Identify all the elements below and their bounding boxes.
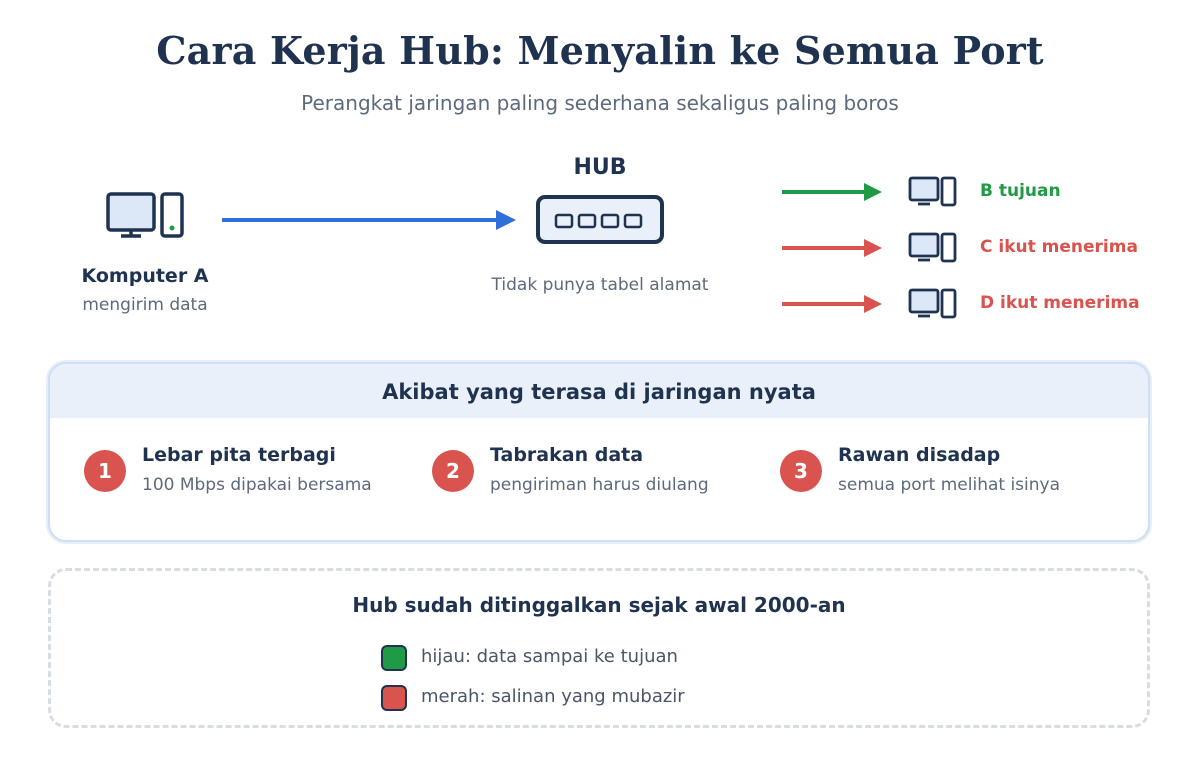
legend-text: hijau: data sampai ke tujuan (421, 646, 678, 667)
hub-port-icon (577, 213, 597, 229)
hub-port-icon (623, 213, 643, 229)
diagram-graphics (106, 176, 957, 319)
source-arrow (222, 210, 516, 230)
consequence-subtitle: semua port melihat isinya (838, 475, 1061, 495)
hub-label: HUB (573, 155, 627, 180)
destination-c-label: C ikut menerima (980, 237, 1138, 257)
computer-a-icon (106, 192, 184, 238)
page-title: Cara Kerja Hub: Menyalin ke Semua Port (156, 28, 1044, 73)
hub-port-icon (600, 213, 620, 229)
hub-diagram: Komputer A mengirim data HUB Tidak punya… (0, 0, 1200, 340)
computer-c-icon (908, 232, 957, 263)
consequences-card: Akibat yang terasa di jaringan nyata 1 L… (48, 362, 1150, 542)
consequences-heading: Akibat yang terasa di jaringan nyata (50, 364, 1148, 418)
destination-b-label: B tujuan (980, 181, 1061, 201)
computer-a-caption: mengirim data (82, 295, 208, 315)
hub-caption: Tidak punya tabel alamat (491, 275, 709, 295)
number-badge: 1 (84, 450, 126, 492)
consequence-title: Rawan disadap (838, 444, 1001, 466)
red-swatch-icon (381, 685, 407, 711)
computer-d-icon (908, 288, 957, 319)
computer-a-label: Komputer A (81, 265, 209, 287)
consequence-title: Tabrakan data (490, 444, 644, 466)
history-note: Hub sudah ditinggalkan sejak awal 2000-a… (48, 568, 1150, 728)
consequence-title: Lebar pita terbagi (142, 444, 336, 466)
number-badge: 3 (780, 450, 822, 492)
arrow-to-d (782, 295, 882, 313)
destination-d-label: D ikut menerima (980, 293, 1140, 313)
arrow-to-c (782, 239, 882, 257)
note-title: Hub sudah ditinggalkan sejak awal 2000-a… (352, 593, 846, 617)
page-subtitle: Perangkat jaringan paling sederhana seka… (301, 91, 899, 115)
number-badge: 2 (432, 450, 474, 492)
hub-icon (536, 195, 664, 244)
consequence-subtitle: pengiriman harus diulang (490, 475, 709, 495)
consequence-subtitle: 100 Mbps dipakai bersama (142, 475, 372, 495)
hub-port-icon (554, 213, 574, 229)
green-swatch-icon (381, 645, 407, 671)
computer-b-icon (908, 176, 957, 207)
arrow-to-b (782, 183, 882, 201)
legend-text: merah: salinan yang mubazir (421, 686, 685, 707)
